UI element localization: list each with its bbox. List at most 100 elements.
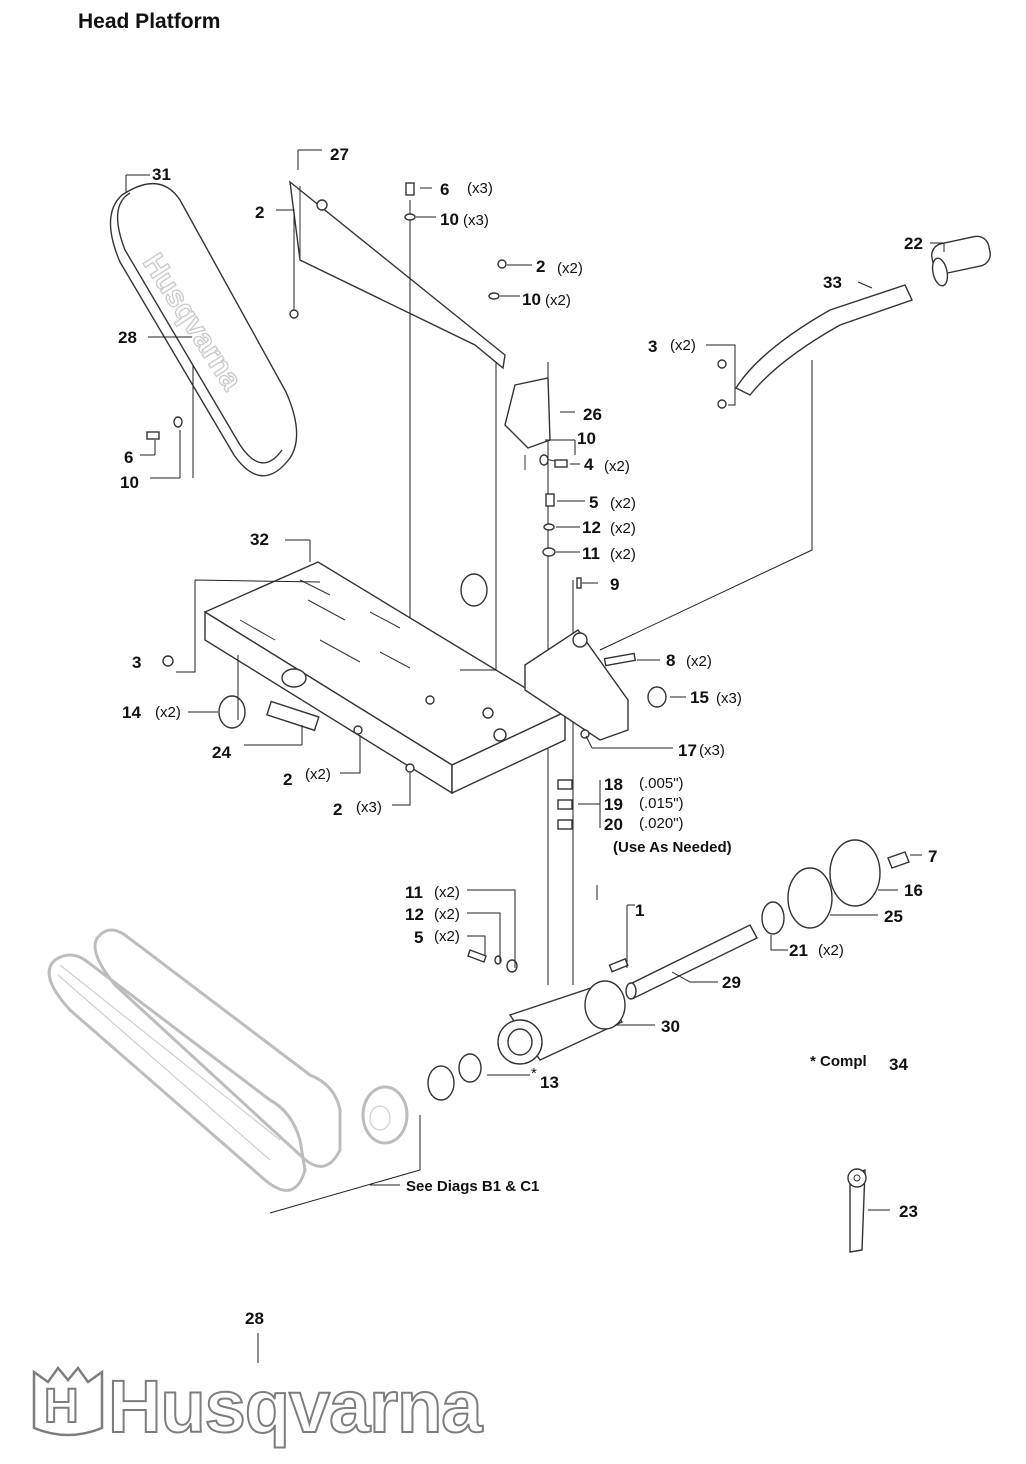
- callout-19-qty: (.015"): [639, 795, 684, 812]
- belt-guard-part[interactable]: Husqvarna: [109, 182, 298, 477]
- callout-2-qty: (x2): [557, 260, 583, 277]
- platform-plate-part[interactable]: [203, 561, 567, 795]
- top-bracket-part[interactable]: [289, 180, 506, 370]
- callout-18: 18: [604, 775, 623, 794]
- compl-note: * Compl: [810, 1053, 867, 1070]
- callout-2-x3-qty: (x3): [356, 799, 382, 816]
- pulley-25-part[interactable]: [787, 867, 833, 929]
- callout-5-x2: 5: [589, 493, 598, 512]
- bracket-24-part[interactable]: [266, 700, 320, 732]
- callout-11-x2: 11: [582, 544, 600, 563]
- callout-2-x2: 2: [536, 257, 545, 276]
- callout-11-qty: (x2): [610, 546, 636, 563]
- use-as-needed-note: (Use As Needed): [613, 839, 732, 856]
- crown-emblem-icon: H: [32, 1365, 104, 1437]
- roller-platform-part[interactable]: [460, 573, 488, 607]
- callout-8-qty: (x2): [686, 653, 712, 670]
- callout-2-x2-lower: 2: [283, 770, 292, 789]
- callout-13-star: *: [531, 1065, 537, 1082]
- logo-wordmark: Husqvarna: [108, 1365, 483, 1448]
- key-1-part[interactable]: [608, 957, 629, 973]
- callout-27: 27: [330, 145, 349, 164]
- hardware-fasteners: [146, 182, 727, 973]
- callout-29: 29: [722, 973, 741, 992]
- callout-1: 1: [635, 901, 644, 920]
- callout-15: 15: [690, 688, 709, 707]
- callout-11-lower-qty: (x2): [434, 884, 460, 901]
- callout-16: 16: [904, 881, 923, 900]
- callout-21-qty: (x2): [818, 942, 844, 959]
- callout-10-x2-qty: (x2): [545, 292, 571, 309]
- callout-14-qty: (x2): [155, 704, 181, 721]
- callout-17: 17: [678, 741, 697, 760]
- callout-18-qty: (.005"): [639, 775, 684, 792]
- callout-3-qty: (x2): [670, 337, 696, 354]
- callout-11-lower: 11: [405, 883, 423, 902]
- callout-12-x2: 12: [582, 518, 601, 537]
- callout-2: 2: [255, 203, 264, 222]
- callout-10: 10: [120, 473, 139, 492]
- callout-33: 33: [823, 273, 842, 292]
- callout-28: 28: [118, 328, 137, 347]
- callout-5-lower-qty: (x2): [434, 928, 460, 945]
- callout-2-x3: 2: [333, 800, 342, 819]
- callout-30: 30: [661, 1017, 680, 1036]
- see-diagrams-note: See Diags B1 & C1: [406, 1178, 539, 1195]
- callout-5-qty: (x2): [610, 495, 636, 512]
- drive-belt-ghost: [47, 928, 409, 1192]
- callout-21: 21: [789, 941, 808, 960]
- callout-12-lower: 12: [405, 905, 424, 924]
- callout-6-qty: (x3): [467, 180, 493, 197]
- handle-part[interactable]: [734, 234, 992, 396]
- guard-part[interactable]: [504, 377, 561, 470]
- side-plate-part[interactable]: [524, 629, 629, 741]
- callout-4: 4: [584, 455, 594, 474]
- callout-26: 26: [583, 405, 602, 424]
- callout-2-x2-lower-qty: (x2): [305, 766, 331, 783]
- callout-6-x3: 6: [440, 180, 449, 199]
- callout-24: 24: [212, 743, 231, 762]
- callout-15-qty: (x3): [716, 690, 742, 707]
- callout-19: 19: [604, 795, 623, 814]
- svg-text:H: H: [44, 1380, 79, 1433]
- bearing-21-part[interactable]: [761, 901, 785, 935]
- callout-8: 8: [666, 651, 675, 670]
- callout-7: 7: [928, 847, 937, 866]
- callout-34: 34: [889, 1055, 908, 1074]
- callout-25: 25: [884, 907, 903, 926]
- callout-6: 6: [124, 448, 133, 467]
- callout-28-logo: 28: [245, 1309, 264, 1328]
- callout-23: 23: [899, 1202, 918, 1221]
- callout-4-qty: (x2): [604, 458, 630, 475]
- callout-20: 20: [604, 815, 623, 834]
- callout-3: 3: [132, 653, 141, 672]
- callout-31: 31: [152, 165, 171, 184]
- callout-10-qty: (x3): [463, 212, 489, 229]
- callout-9: 9: [610, 575, 619, 594]
- washer-13-part[interactable]: [458, 1053, 482, 1083]
- callout-13: 13: [540, 1073, 559, 1092]
- callout-5-lower: 5: [414, 928, 423, 947]
- callout-14: 14: [122, 703, 141, 722]
- callout-10-guard: 10: [577, 429, 596, 448]
- shaft-29-part[interactable]: [625, 924, 758, 1000]
- callout-12-qty: (x2): [610, 520, 636, 537]
- roller-15-part[interactable]: [647, 686, 667, 708]
- spindle-housing-part[interactable]: [497, 980, 626, 1065]
- husqvarna-logo: H Husqvarna: [32, 1364, 485, 1449]
- leader-lines: [125, 149, 945, 1363]
- wrench-23-part[interactable]: [847, 1168, 867, 1253]
- callout-12-lower-qty: (x2): [434, 906, 460, 923]
- callout-3-x2: 3: [648, 337, 657, 356]
- bolt-7-part[interactable]: [887, 851, 910, 869]
- bearing-13-part[interactable]: [427, 1065, 455, 1101]
- page-title: Head Platform: [78, 10, 221, 33]
- roller-14-part[interactable]: [218, 695, 246, 729]
- callout-20-qty: (.020"): [639, 815, 684, 832]
- flange-16-part[interactable]: [829, 839, 881, 907]
- callout-32: 32: [250, 530, 269, 549]
- callout-10-x2: 10: [522, 290, 541, 309]
- callout-10-x3: 10: [440, 210, 459, 229]
- shim-set-part[interactable]: [557, 779, 573, 830]
